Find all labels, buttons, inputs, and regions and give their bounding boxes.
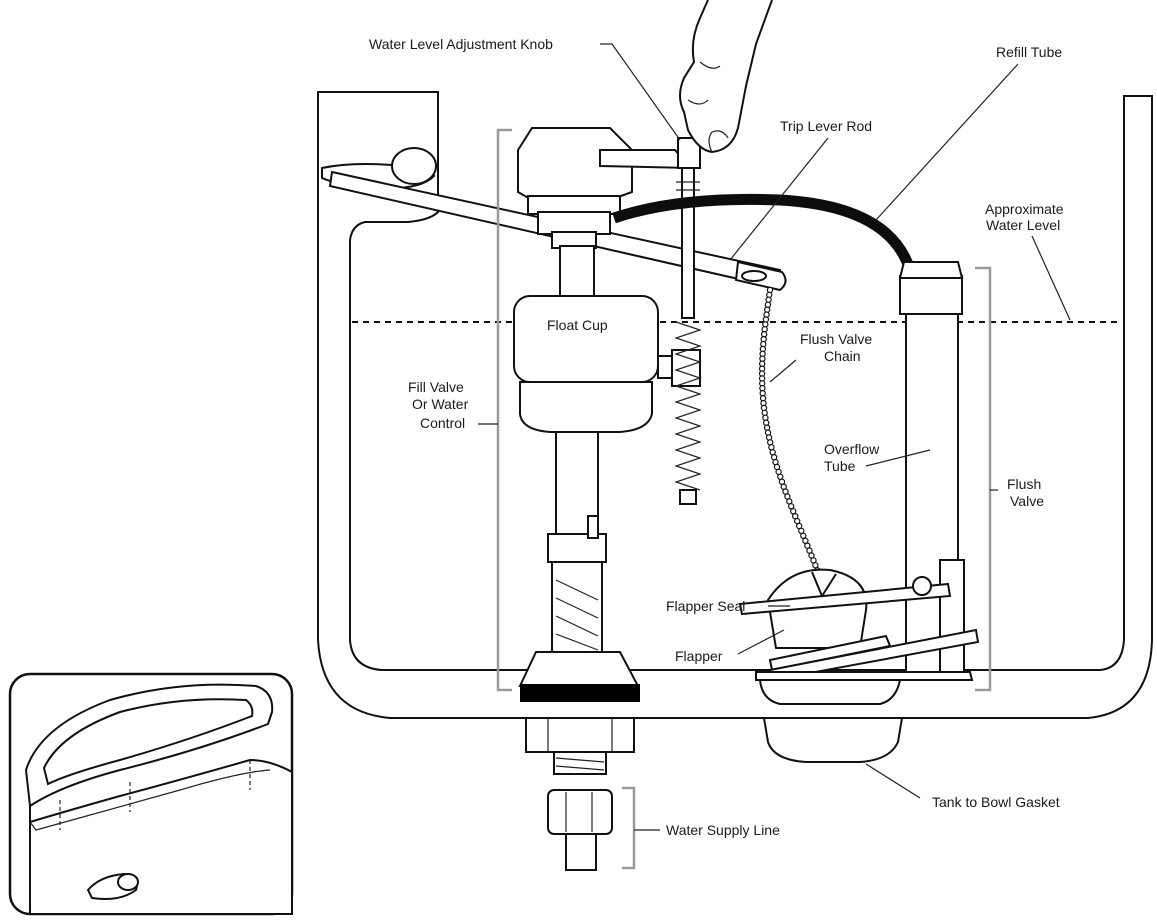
label-water-supply-line: Water Supply Line <box>666 822 780 838</box>
label-float-cup: Float Cup <box>547 317 608 333</box>
flush-valve-assembly <box>898 261 965 681</box>
label-approx-water-level-2: Water Level <box>986 217 1060 233</box>
label-trip-lever-rod: Trip Lever Rod <box>780 118 872 134</box>
label-approx-water-level: Approximate <box>985 201 1064 217</box>
chain-bead <box>763 424 771 431</box>
chain-bead <box>762 414 769 421</box>
water-supply-assembly <box>525 717 635 871</box>
label-overflow-tube: Overflow <box>824 441 880 457</box>
label-tank-to-bowl-gasket: Tank to Bowl Gasket <box>932 794 1060 810</box>
chain-bead <box>768 444 775 451</box>
flapper-assembly <box>738 568 980 705</box>
refill-tube <box>612 193 916 272</box>
label-flapper-seal: Flapper Seal <box>666 598 745 614</box>
label-flush-valve-chain-2: Chain <box>824 348 861 364</box>
label-overflow-tube-2: Tube <box>824 458 856 474</box>
hand-icon <box>679 0 773 154</box>
fill-valve-bracket <box>496 128 512 692</box>
tank-lid-inset-icon <box>8 672 294 916</box>
label-fill-valve-3: Control <box>420 415 465 431</box>
label-flush-valve-2: Valve <box>1010 493 1044 509</box>
label-refill-tube: Refill Tube <box>996 44 1062 60</box>
flush-valve-bracket <box>975 266 992 692</box>
chain-bead <box>765 296 772 303</box>
supply-line-bracket <box>622 786 636 870</box>
label-flapper: Flapper <box>675 648 723 664</box>
tank-to-bowl-gasket <box>762 717 904 763</box>
chain-bead <box>763 419 770 426</box>
label-flush-valve-chain: Flush Valve <box>800 331 872 347</box>
label-flush-valve: Flush <box>1007 476 1041 492</box>
label-water-level-knob: Water Level Adjustment Knob <box>369 36 553 52</box>
label-fill-valve: Fill Valve <box>408 379 464 395</box>
leader-lines <box>478 43 1071 831</box>
chain-bead <box>761 326 768 333</box>
fill-valve <box>513 127 701 702</box>
label-fill-valve-2: Or Water <box>412 396 469 412</box>
